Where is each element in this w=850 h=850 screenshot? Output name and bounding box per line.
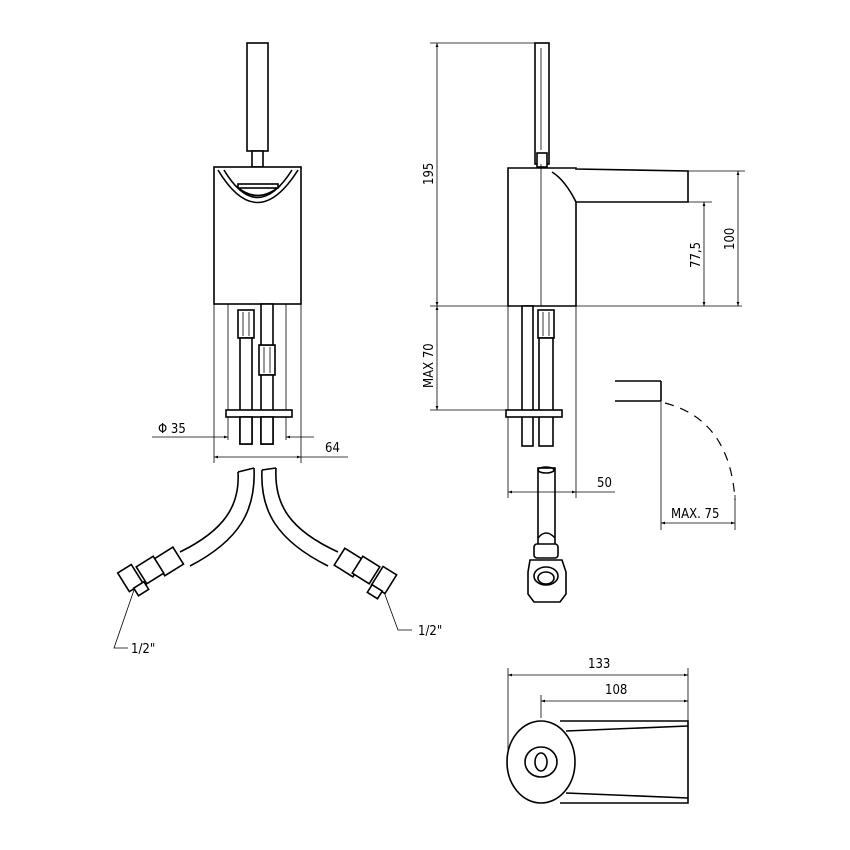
top-body-ellipse xyxy=(506,720,576,804)
front-width-label: 64 xyxy=(325,441,340,456)
side-single-hose: 50 xyxy=(508,466,615,603)
left-thread-label: 1/2" xyxy=(131,642,155,657)
front-view: Φ 35 64 xyxy=(152,42,348,463)
side-lever-handle xyxy=(534,42,550,165)
top-spout-length-label: 108 xyxy=(605,683,627,698)
lever-handle xyxy=(246,42,269,152)
diameter-dimension: Φ 35 xyxy=(152,422,314,439)
max-deck-label: MAX 70 xyxy=(422,343,437,388)
faucet-body xyxy=(213,166,302,305)
hose-offset-label: 50 xyxy=(597,476,612,491)
diameter-label: Φ 35 xyxy=(158,422,186,437)
max-swing-label: MAX. 75 xyxy=(671,507,719,522)
lever-stem xyxy=(251,150,264,168)
total-height-label: 195 xyxy=(422,163,437,185)
top-view: 133 108 xyxy=(506,657,689,804)
top-total-length-label: 133 xyxy=(588,657,610,672)
spout-height-bottom-label: 77,5 xyxy=(689,242,704,268)
right-thread-label: 1/2" xyxy=(418,624,442,639)
cartridge-arc-inner xyxy=(223,169,293,199)
front-width-dimension: 64 xyxy=(214,441,348,459)
cartridge-arc-outer xyxy=(217,169,299,204)
front-hoses xyxy=(213,303,302,463)
spout-swing-view: MAX. 75 xyxy=(615,380,736,530)
spout-height-top-label: 100 xyxy=(723,228,738,250)
side-body-spout xyxy=(507,167,689,307)
flexible-hoses: 1/2" 1/2" xyxy=(113,467,442,657)
side-view: 195 MAX 70 100 77,5 xyxy=(422,42,745,498)
